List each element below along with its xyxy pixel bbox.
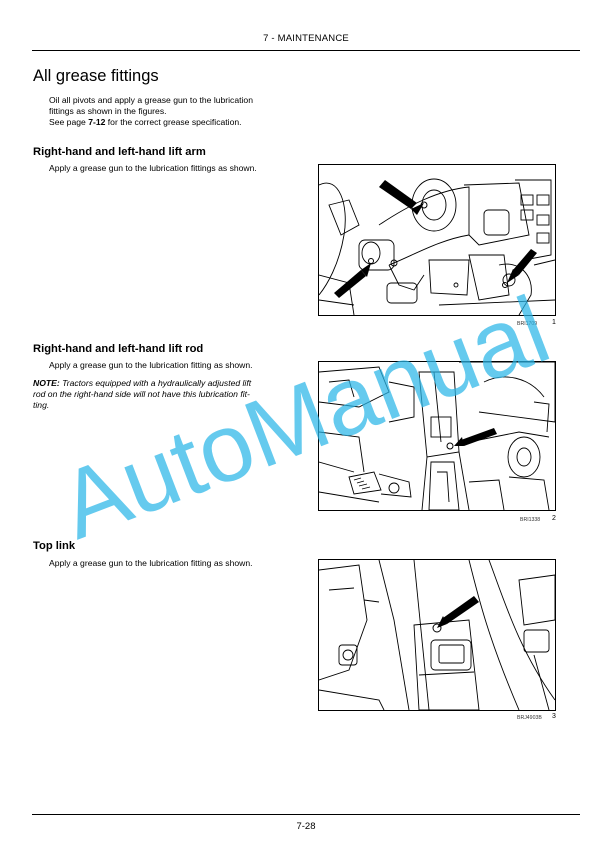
figure-number-1: 1: [552, 319, 556, 326]
figure-number-3: 3: [552, 713, 556, 720]
page-reference-link[interactable]: 7-12: [88, 117, 106, 128]
subsection-text-lift-rod: Apply a grease gun to the lubrication fi…: [49, 360, 253, 370]
top-link-illustration: [319, 560, 555, 710]
subsection-text-top-link: Apply a grease gun to the lubrication fi…: [49, 558, 253, 568]
note-line-1: NOTE: Tractors equipped with a hydraulic…: [33, 378, 251, 389]
lift-arm-illustration: [319, 178, 555, 315]
see-suffix: for the correct grease specification.: [105, 117, 242, 128]
header-rule: [32, 50, 580, 51]
figure-lift-rod: [318, 361, 556, 511]
note-line-3: ting.: [33, 400, 50, 411]
intro-line-2: fittings as shown in the figures.: [49, 106, 167, 117]
figure-lift-arm: [318, 164, 556, 316]
section-title: All grease fittings: [33, 67, 159, 85]
see-page-line: See page 7-12 for the correct grease spe…: [49, 117, 253, 128]
figure-code-1: BRI1709: [517, 321, 538, 327]
see-prefix: See page: [49, 117, 89, 128]
figure-top-link: [318, 559, 556, 711]
figure-code-2: BRI1338: [520, 517, 541, 523]
footer-rule: [32, 814, 580, 815]
note-text-1: Tractors equipped with a hydraulically a…: [59, 378, 252, 388]
lift-rod-illustration: [319, 362, 555, 510]
figure-number-2: 2: [552, 515, 556, 522]
note-label: NOTE:: [33, 378, 60, 388]
subsection-title-lift-rod: Right-hand and left-hand lift rod: [33, 343, 204, 355]
intro-line-1: Oil all pivots and apply a grease gun to…: [49, 95, 253, 105]
intro-text: Oil all pivots and apply a grease gun to…: [49, 95, 253, 129]
subsection-text-lift-arm: Apply a grease gun to the lubrication fi…: [49, 163, 257, 173]
note-line-2: rod on the right-hand side will not have…: [33, 389, 250, 400]
subsection-title-top-link: Top link: [33, 540, 76, 552]
page-number: 7-28: [296, 821, 316, 832]
note-block: NOTE: Tractors equipped with a hydraulic…: [33, 378, 251, 412]
subsection-title-lift-arm: Right-hand and left-hand lift arm: [33, 146, 206, 158]
running-header: 7 - MAINTENANCE: [263, 33, 349, 44]
figure-code-3: BRJ4903B: [517, 715, 542, 721]
